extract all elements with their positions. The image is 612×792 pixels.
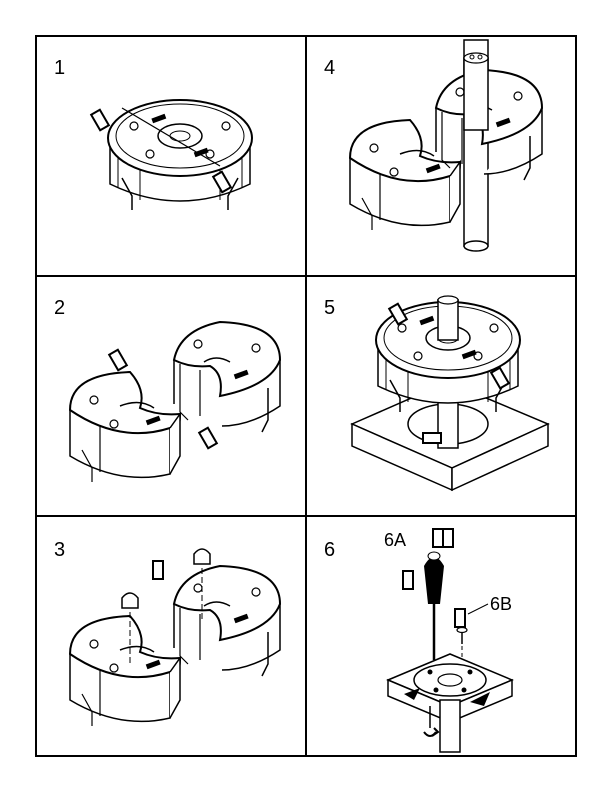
step-number: 3 [54, 539, 65, 561]
panel-grid [35, 35, 577, 757]
step-number: 4 [324, 57, 335, 79]
step-number: 1 [54, 57, 65, 79]
split-housing-illustration [69, 321, 281, 483]
insert-plugs-illustration [69, 548, 281, 727]
panel-step-4: 4 [324, 39, 543, 252]
panel-step-2: 2 [54, 297, 281, 483]
part-tag [432, 528, 444, 548]
panel-step-3: 3 [54, 539, 281, 727]
housing-mounted-on-slab-illustration [350, 295, 550, 492]
screwdriver-callout: 6A [384, 530, 406, 550]
part-tag [90, 108, 110, 132]
final-installed-housing-illustration [386, 653, 514, 753]
panel-step-1: 1 [54, 57, 253, 211]
step-number: 6 [324, 539, 335, 561]
screw-callout: 6B [490, 594, 512, 614]
step-number: 2 [54, 297, 65, 319]
part-tag [152, 560, 164, 580]
part-tag [198, 426, 218, 450]
panel-step-6: 6 6A 6B [324, 528, 514, 753]
split-housing-around-pipe-illustration [349, 39, 543, 252]
part-tag [108, 348, 128, 372]
part-tag [422, 432, 442, 444]
screwdriver-illustration [424, 551, 444, 660]
intact-housing-illustration [107, 99, 253, 211]
part-tag [402, 570, 414, 590]
panel-step-5: 5 [324, 295, 550, 492]
part-tag [442, 528, 454, 548]
part-tag [454, 608, 466, 628]
step-number: 5 [324, 297, 335, 319]
screw-illustration [456, 626, 468, 668]
